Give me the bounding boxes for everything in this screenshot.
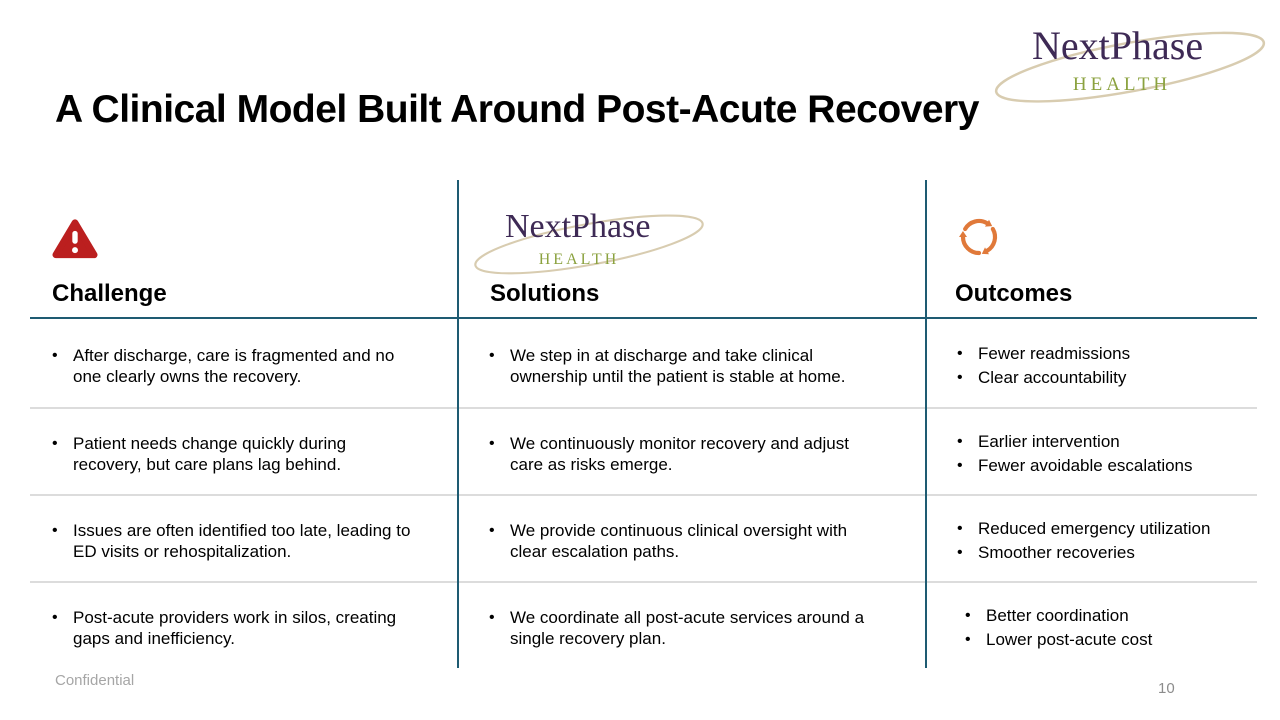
- column-header-outcomes: Outcomes: [925, 180, 1257, 318]
- list-item: • Clear accountability: [957, 367, 1251, 388]
- table-cell-challenge-4: • Post-acute providers work in silos, cr…: [30, 581, 457, 668]
- cycle-arrows-icon: [955, 213, 1003, 266]
- list-item: • Better coordination: [965, 605, 1251, 626]
- table-cell-challenge-1: • After discharge, care is fragmented an…: [30, 318, 457, 407]
- table-cell-outcomes-2: • Earlier intervention • Fewer avoidable…: [925, 407, 1257, 494]
- row-divider: [30, 494, 1257, 496]
- bullet-marker: •: [489, 521, 495, 539]
- outcomes-header-label: Outcomes: [955, 280, 1073, 307]
- row-divider: [30, 407, 1257, 409]
- bullet-text: Lower post-acute cost: [986, 630, 1153, 649]
- bullet-marker: •: [957, 345, 963, 362]
- page-number: 10: [1158, 680, 1175, 697]
- table-cell-outcomes-4: • Better coordination • Lower post-acute…: [925, 581, 1257, 668]
- list-item: • Fewer readmissions: [957, 343, 1251, 364]
- bullet-text: Post-acute providers work in silos, crea…: [73, 607, 397, 648]
- column-header-solutions: NextPhase HEALTH Solutions: [457, 180, 925, 318]
- bullet-text: Patient needs change quickly during reco…: [73, 433, 347, 474]
- challenge-header-label: Challenge: [52, 280, 167, 307]
- list-item: • Fewer avoidable escalations: [957, 455, 1251, 476]
- nextphase-health-logo: NextPhase HEALTH: [474, 208, 704, 275]
- list-item: • Patient needs change quickly during re…: [52, 433, 417, 475]
- bullet-text: Issues are often identified too late, le…: [73, 520, 411, 561]
- table-cell-solutions-1: • We step in at discharge and take clini…: [457, 318, 925, 407]
- bullet-text: Clear accountability: [978, 368, 1127, 387]
- bullet-marker: •: [965, 607, 971, 624]
- list-item: • Lower post-acute cost: [965, 629, 1251, 650]
- bullet-marker: •: [489, 434, 495, 452]
- bullet-marker: •: [957, 433, 963, 450]
- logo-name: NextPhase: [505, 208, 651, 245]
- table-cell-solutions-2: • We continuously monitor recovery and a…: [457, 407, 925, 494]
- bullet-text: We provide continuous clinical oversight…: [510, 520, 848, 561]
- footer-confidential-label: Confidential: [55, 672, 135, 689]
- bullet-text: Earlier intervention: [978, 432, 1120, 451]
- list-item: • We step in at discharge and take clini…: [489, 345, 885, 387]
- bullet-marker: •: [52, 521, 58, 539]
- table-cell-challenge-3: • Issues are often identified too late, …: [30, 494, 457, 581]
- bullet-marker: •: [957, 520, 963, 537]
- list-item: • We provide continuous clinical oversig…: [489, 520, 885, 562]
- brand-logo: NextPhase HEALTH: [994, 23, 1266, 103]
- bullet-marker: •: [52, 608, 58, 626]
- bullet-text: Smoother recoveries: [978, 543, 1135, 562]
- table-cell-challenge-2: • Patient needs change quickly during re…: [30, 407, 457, 494]
- page-title: A Clinical Model Built Around Post-Acute…: [55, 88, 979, 131]
- bullet-marker: •: [957, 369, 963, 386]
- list-item: • After discharge, care is fragmented an…: [52, 345, 417, 387]
- bullet-marker: •: [957, 544, 963, 561]
- bullet-marker: •: [489, 608, 495, 626]
- list-item: • We continuously monitor recovery and a…: [489, 433, 885, 475]
- comparison-table: Challenge NextPhase HEALTH Solutions: [30, 180, 1257, 668]
- table-cell-solutions-3: • We provide continuous clinical oversig…: [457, 494, 925, 581]
- bullet-marker: •: [957, 457, 963, 474]
- bullet-text: Better coordination: [986, 606, 1129, 625]
- table-cell-outcomes-3: • Reduced emergency utilization • Smooth…: [925, 494, 1257, 581]
- logo-subtitle: HEALTH: [538, 251, 620, 268]
- column-divider: [925, 180, 927, 668]
- bullet-text: Reduced emergency utilization: [978, 519, 1211, 538]
- list-item: • Post-acute providers work in silos, cr…: [52, 607, 417, 649]
- brand-logo-subtitle: HEALTH: [1072, 74, 1172, 95]
- bullet-text: We coordinate all post-acute services ar…: [510, 607, 865, 648]
- table-cell-solutions-4: • We coordinate all post-acute services …: [457, 581, 925, 668]
- list-item: • Smoother recoveries: [957, 542, 1251, 563]
- bullet-text: We continuously monitor recovery and adj…: [510, 433, 849, 474]
- bullet-marker: •: [489, 346, 495, 364]
- row-divider: [30, 581, 1257, 583]
- solutions-header-label: Solutions: [490, 280, 600, 307]
- bullet-text: We step in at discharge and take clinica…: [510, 345, 846, 386]
- bullet-text: Fewer readmissions: [978, 344, 1131, 363]
- list-item: • We coordinate all post-acute services …: [489, 607, 885, 649]
- bullet-text: After discharge, care is fragmented and …: [73, 345, 395, 386]
- brand-logo-name: NextPhase: [1032, 23, 1204, 68]
- header-rule: [30, 317, 1257, 319]
- warning-triangle-icon: [52, 217, 98, 266]
- bullet-marker: •: [965, 631, 971, 648]
- column-divider: [457, 180, 459, 668]
- bullet-text: Fewer avoidable escalations: [978, 456, 1193, 475]
- list-item: • Reduced emergency utilization: [957, 518, 1251, 539]
- bullet-marker: •: [52, 434, 58, 452]
- table-cell-outcomes-1: • Fewer readmissions • Clear accountabil…: [925, 318, 1257, 407]
- bullet-marker: •: [52, 346, 58, 364]
- list-item: • Issues are often identified too late, …: [52, 520, 417, 562]
- column-header-challenge: Challenge: [30, 180, 457, 318]
- list-item: • Earlier intervention: [957, 431, 1251, 452]
